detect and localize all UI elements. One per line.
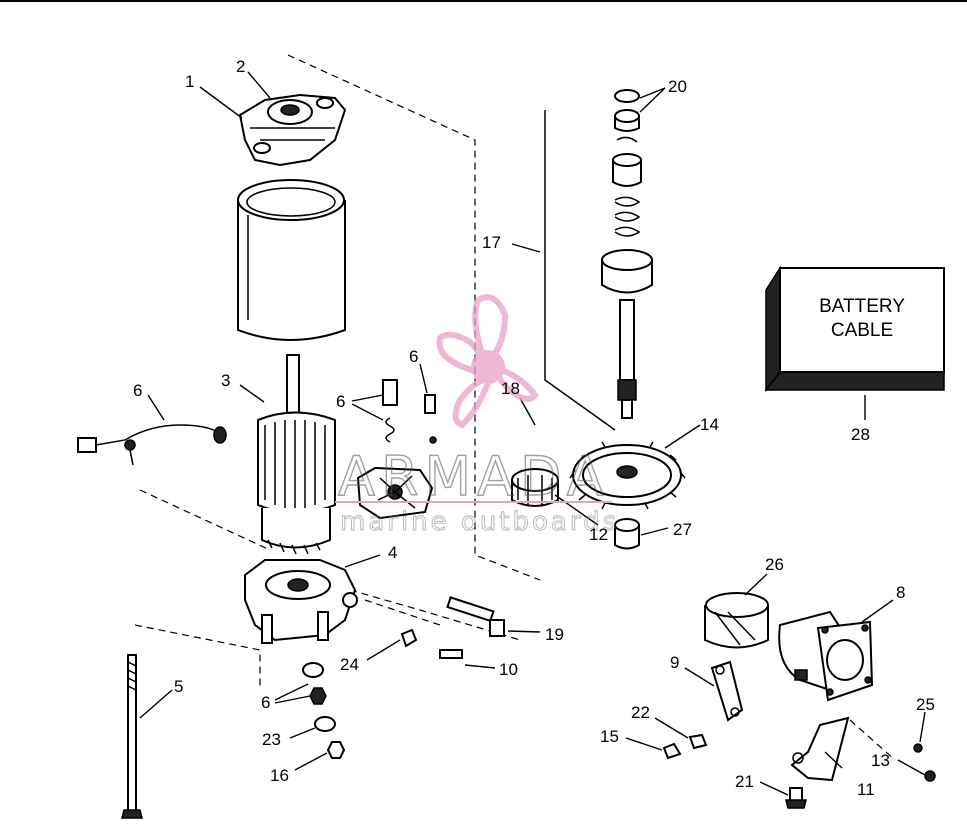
- small-pinion-gear: [511, 468, 559, 507]
- callout-28: 28: [851, 425, 870, 444]
- callout-16: 16: [270, 766, 289, 785]
- mounting-bracket: [790, 716, 850, 782]
- drive-end-cap: [238, 93, 347, 167]
- armature: [257, 354, 336, 555]
- watermark-title: ARMADA: [338, 445, 610, 508]
- callout-26: 26: [765, 555, 784, 574]
- watermark-subtitle: marine outboards: [340, 507, 619, 537]
- callout-6-washer: 6: [261, 693, 270, 712]
- strap-connector: [710, 660, 744, 722]
- callout-22: 22: [631, 703, 650, 722]
- callout-21: 21: [735, 772, 754, 791]
- callout-13: 13: [871, 751, 890, 770]
- callout-24: 24: [340, 655, 359, 674]
- starter-frame-housing: [237, 179, 346, 341]
- callout-6-brush-plate: 6: [336, 392, 345, 411]
- brush-lead-assembly: [77, 424, 227, 466]
- leader-lines: [139, 71, 926, 796]
- callout-15: 15: [600, 727, 619, 746]
- callout-5: 5: [174, 677, 183, 696]
- battery-cable-line1: BATTERY: [819, 296, 905, 317]
- callout-10: 10: [499, 660, 518, 679]
- brush-plate: [356, 379, 437, 520]
- solenoid: [778, 610, 874, 702]
- callout-9: 9: [670, 653, 679, 672]
- battery-cable-box: [764, 265, 945, 393]
- callout-12: 12: [589, 525, 608, 544]
- battery-cable-line2: CABLE: [831, 320, 893, 341]
- callout-17: 17: [482, 233, 501, 252]
- armada-watermark: ARMADA marine outboards: [335, 294, 619, 537]
- callout-19: 19: [545, 625, 564, 644]
- callout-18: 18: [501, 379, 520, 398]
- callout-6-terminal: 6: [409, 347, 418, 366]
- callout-20: 20: [668, 77, 687, 96]
- callout-8: 8: [896, 583, 905, 602]
- solenoid-boot: [704, 592, 769, 649]
- callout-1: 1: [185, 72, 194, 91]
- callout-14: 14: [700, 415, 719, 434]
- callout-27: 27: [673, 520, 692, 539]
- commutator-end-cap: [244, 559, 358, 644]
- callout-23: 23: [262, 730, 281, 749]
- callout-4: 4: [388, 543, 397, 562]
- callout-11: 11: [857, 780, 875, 799]
- propeller-logo-icon: [436, 294, 539, 429]
- through-bolt: [121, 654, 143, 819]
- callout-numbers: 1 2 3 4 5 6 6 6 6 8 9 10 11 12 13 14 15 …: [133, 57, 935, 799]
- callout-6-brush-lead: 6: [133, 381, 142, 400]
- callout-3: 3: [221, 371, 230, 390]
- large-gear: [569, 441, 686, 510]
- callout-2: 2: [236, 57, 245, 76]
- callout-25: 25: [916, 695, 935, 714]
- hardware-items: [302, 596, 936, 809]
- drive-assembly: [544, 89, 653, 431]
- bushing: [614, 518, 640, 550]
